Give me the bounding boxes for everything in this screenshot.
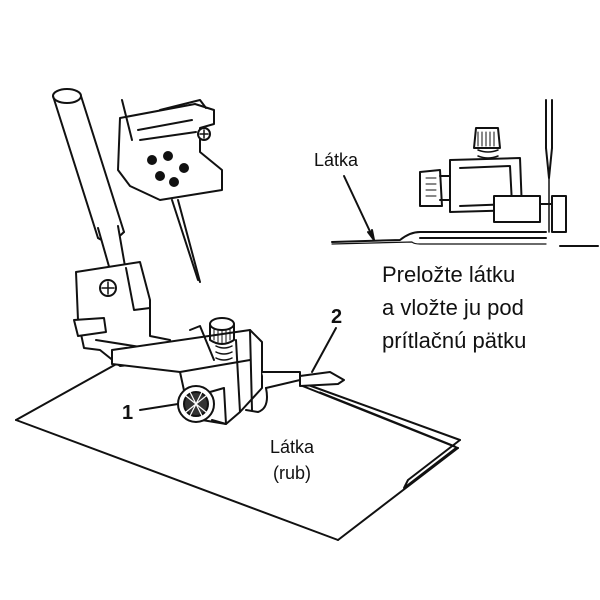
presser-bar bbox=[52, 88, 125, 242]
instruction-line-1: Preložte látku bbox=[382, 262, 516, 287]
instruction-line-3: prítlačnú pätku bbox=[382, 328, 527, 353]
callout-leaders bbox=[139, 327, 337, 411]
fabric-under-line-2: (rub) bbox=[272, 463, 311, 483]
callout-1: 1 bbox=[122, 402, 134, 424]
instruction-text: Preložte látku a vložte ju pod prítlačnú… bbox=[382, 258, 592, 357]
fabric-sheet bbox=[15, 361, 461, 541]
fabric-label-under: Látka (rub) bbox=[262, 434, 322, 486]
top-screw bbox=[209, 317, 235, 361]
knurled-knob bbox=[177, 385, 227, 425]
needle-clamp bbox=[117, 99, 223, 283]
fabric-under-line-1: Látka bbox=[269, 437, 315, 457]
inset-diagram bbox=[331, 99, 599, 247]
callout-2: 2 bbox=[331, 306, 343, 328]
fabric-label-top: Látka bbox=[314, 150, 359, 170]
instruction-line-2: a vložte ju pod bbox=[382, 295, 524, 320]
